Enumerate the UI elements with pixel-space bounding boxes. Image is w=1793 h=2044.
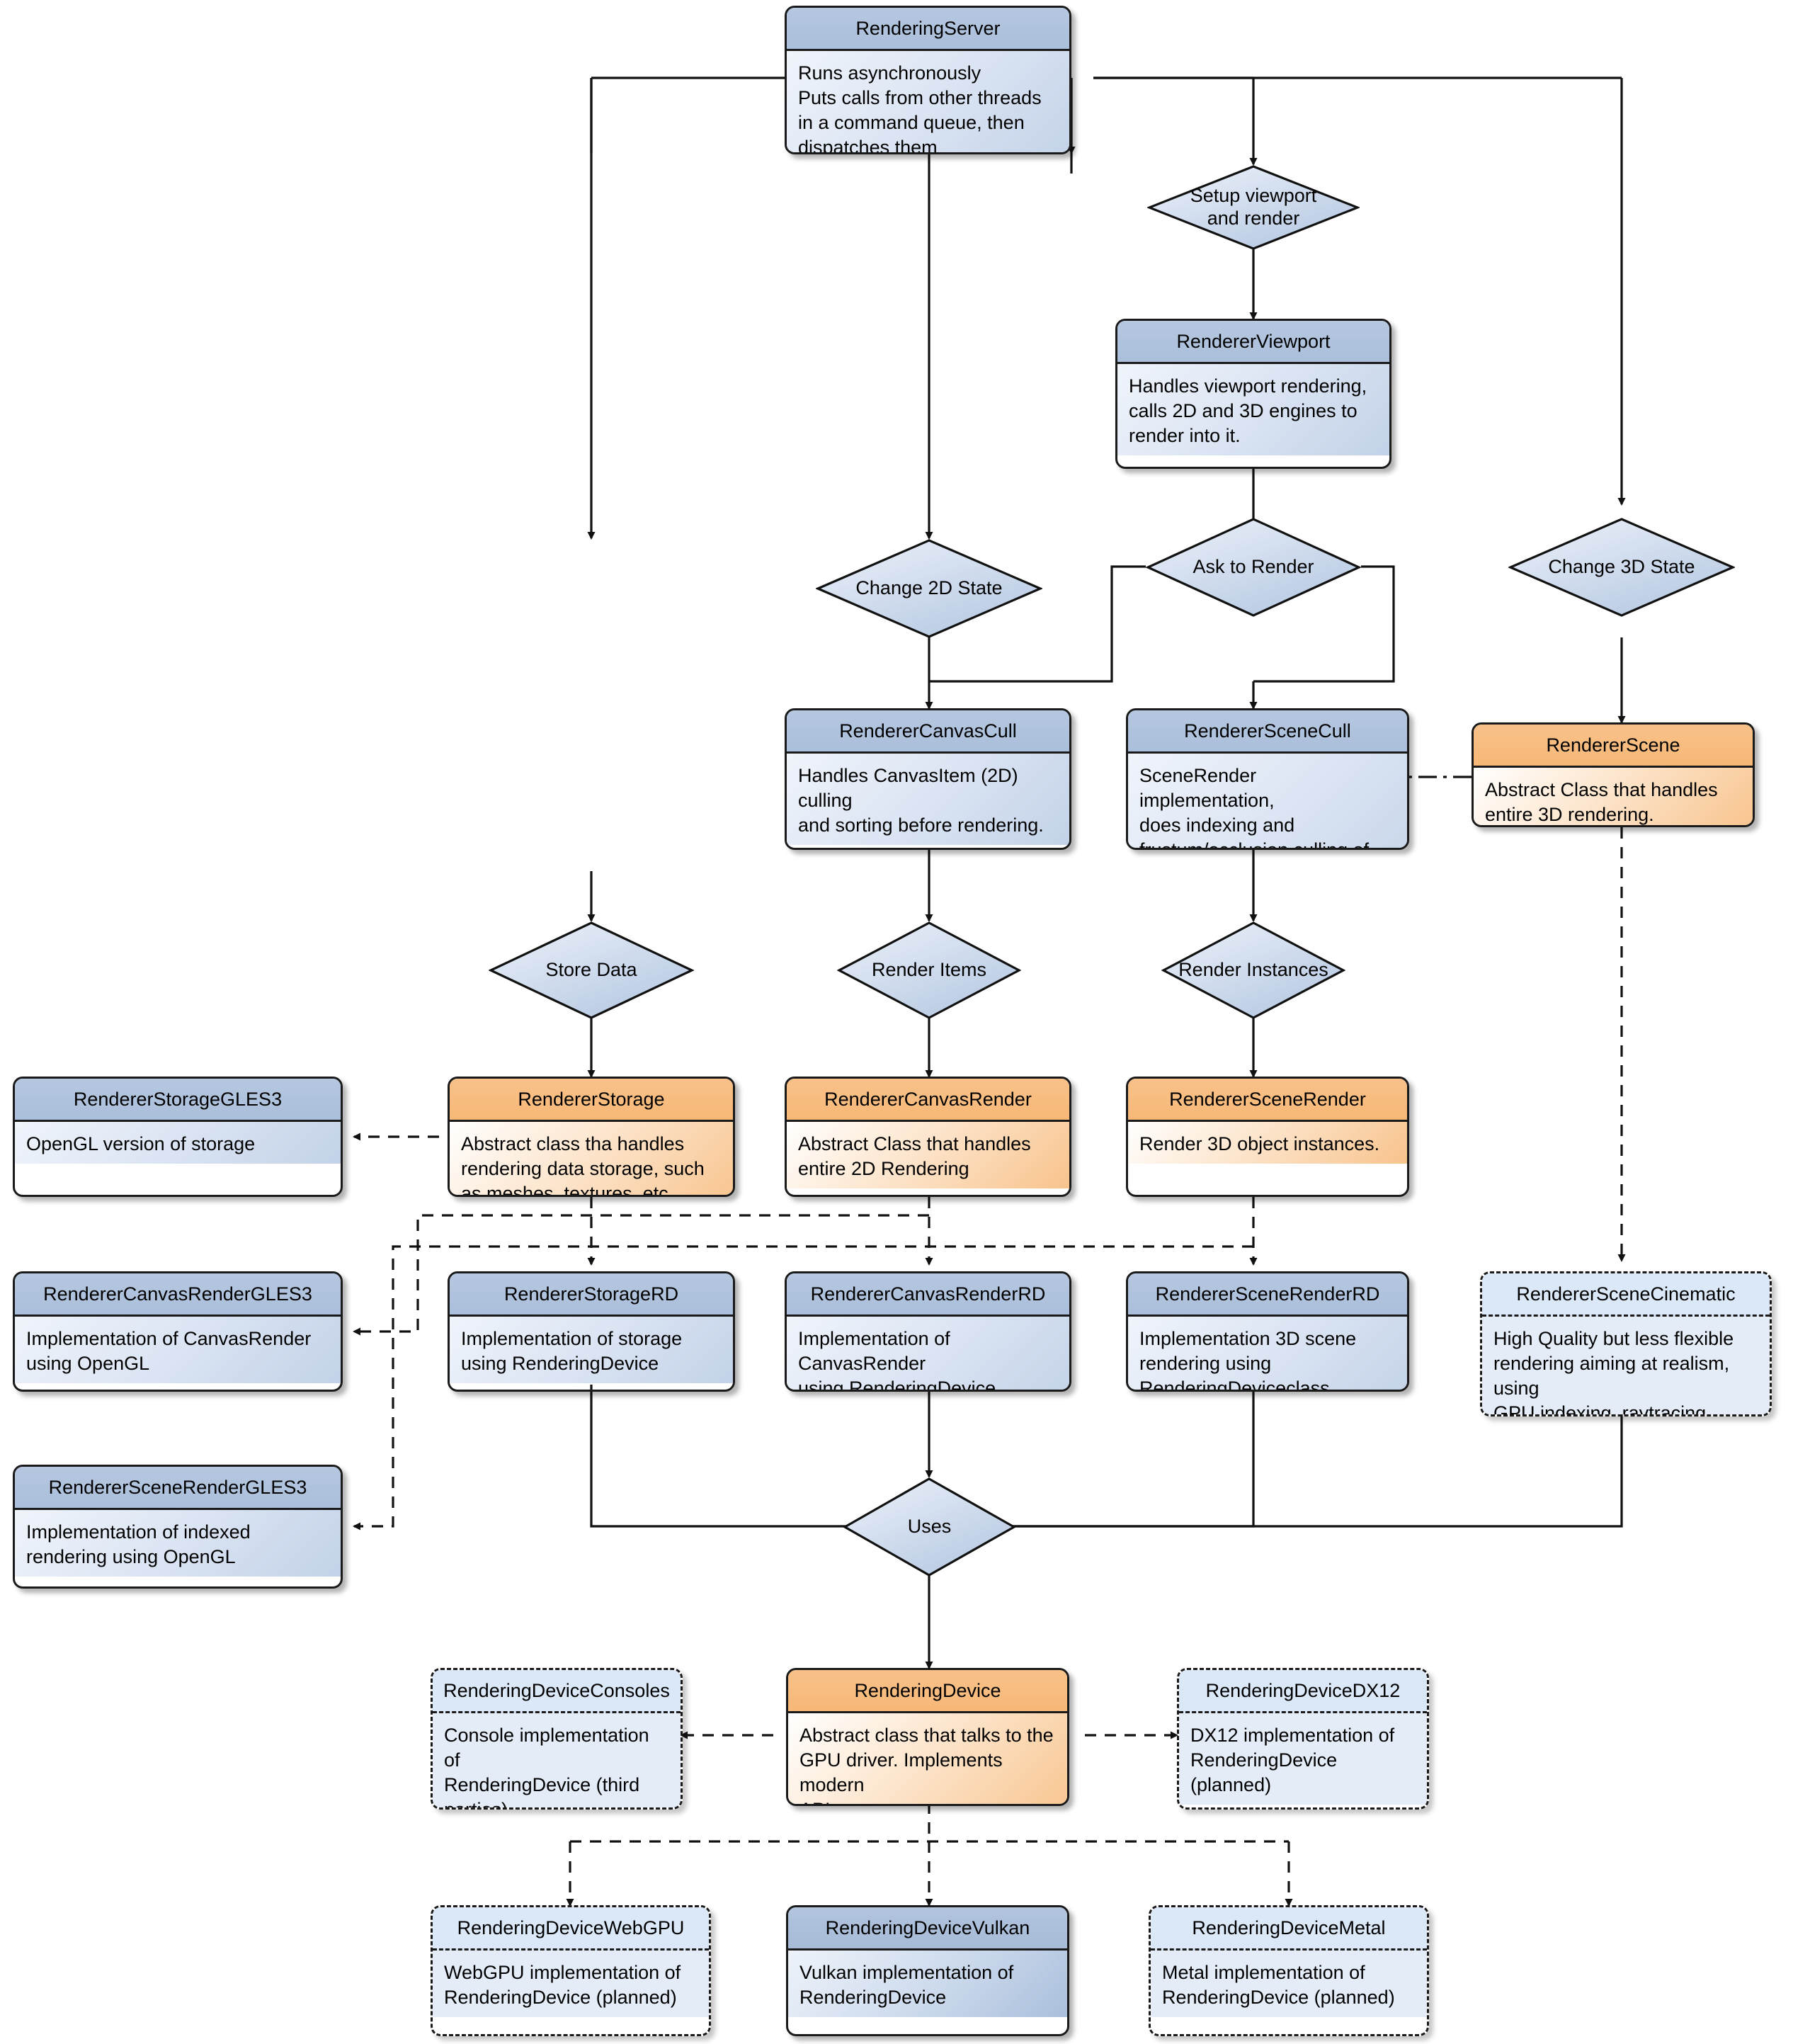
node-description: Render 3D object instances.	[1128, 1122, 1407, 1164]
node-description: Runs asynchronously Puts calls from othe…	[787, 51, 1069, 152]
node-title: RendererCanvasRenderGLES3	[15, 1273, 341, 1317]
diamond-shape	[843, 1477, 1016, 1577]
diamond-shape	[1147, 165, 1360, 250]
decision-render-items[interactable]: Render Items	[837, 921, 1021, 1020]
node-renderer-storage-rd[interactable]: RendererStorageRD Implementation of stor…	[448, 1271, 735, 1392]
node-description: Handles CanvasItem (2D) culling and sort…	[787, 754, 1069, 846]
node-description: Implementation of indexed rendering usin…	[15, 1510, 341, 1577]
node-title: RendererViewport	[1117, 321, 1389, 365]
node-description: Metal implementation of RenderingDevice …	[1151, 1951, 1427, 2018]
decision-label: Render Instances	[1178, 959, 1328, 981]
node-title: RendererCanvasRenderRD	[787, 1273, 1069, 1317]
node-renderer-scene-cull[interactable]: RendererSceneCull SceneRender implementa…	[1126, 708, 1409, 850]
node-title: RenderingDeviceVulkan	[788, 1907, 1067, 1951]
decision-ask-to-render[interactable]: Ask to Render	[1146, 517, 1361, 618]
decision-label: Ask to Render	[1193, 556, 1314, 578]
node-title: RenderingDeviceMetal	[1151, 1907, 1427, 1951]
node-renderer-scene-cinematic[interactable]: RendererSceneCinematic High Quality but …	[1480, 1271, 1772, 1416]
node-description: Abstract Class that handles entire 2D Re…	[787, 1122, 1069, 1189]
node-description: Implementation 3D scene rendering using …	[1128, 1317, 1407, 1390]
node-rendering-device-webgpu[interactable]: RenderingDeviceWebGPU WebGPU implementat…	[431, 1905, 711, 2036]
decision-label: Store Data	[545, 959, 637, 981]
node-title: RendererCanvasRender	[787, 1079, 1069, 1123]
decision-label: Uses	[907, 1516, 952, 1538]
node-title: RenderingDeviceDX12	[1179, 1670, 1427, 1714]
node-rendering-device-metal[interactable]: RenderingDeviceMetal Metal implementatio…	[1149, 1905, 1429, 2036]
node-rendering-device-vulkan[interactable]: RenderingDeviceVulkan Vulkan implementat…	[786, 1905, 1069, 2036]
node-title: RendererSceneCinematic	[1482, 1273, 1770, 1317]
diamond-shape	[1161, 921, 1345, 1019]
node-rendering-device[interactable]: RenderingDevice Abstract class that talk…	[786, 1668, 1069, 1806]
diamond-shape	[837, 921, 1021, 1019]
node-description: SceneRender implementation, does indexin…	[1128, 754, 1407, 848]
node-renderer-viewport[interactable]: RendererViewport Handles viewport render…	[1115, 319, 1391, 469]
node-title: RendererSceneCull	[1128, 710, 1407, 754]
decision-setup-viewport-and-render[interactable]: Setup viewport and render	[1147, 164, 1360, 251]
node-description: Abstract class tha handles rendering dat…	[450, 1122, 733, 1195]
decision-label: Setup viewport and render	[1190, 185, 1317, 229]
node-description: WebGPU implementation of RenderingDevice…	[433, 1951, 709, 2018]
node-renderer-storage-gles3[interactable]: RendererStorageGLES3 OpenGL version of s…	[13, 1077, 343, 1197]
node-renderer-storage[interactable]: RendererStorage Abstract class tha handl…	[448, 1077, 735, 1197]
node-description: Implementation of CanvasRender using Ope…	[15, 1317, 341, 1384]
node-rendering-device-dx12[interactable]: RenderingDeviceDX12 DX12 implementation …	[1177, 1668, 1429, 1810]
node-title: RendererStorageRD	[450, 1273, 733, 1317]
decision-store-data[interactable]: Store Data	[489, 921, 694, 1020]
node-description: High Quality but less flexible rendering…	[1482, 1317, 1770, 1414]
node-title: RenderingDevice	[788, 1670, 1067, 1714]
decision-uses[interactable]: Uses	[843, 1477, 1016, 1577]
node-description: Implementation of CanvasRender using Ren…	[787, 1317, 1069, 1390]
node-renderer-canvas-render[interactable]: RendererCanvasRender Abstract Class that…	[785, 1077, 1071, 1197]
node-description: OpenGL version of storage	[15, 1122, 341, 1164]
decision-change-3d-state[interactable]: Change 3D State	[1508, 517, 1735, 618]
decision-render-instances[interactable]: Render Instances	[1161, 921, 1345, 1020]
decision-label: Change 3D State	[1548, 556, 1695, 578]
node-description: Console implementation of RenderingDevic…	[433, 1713, 681, 1807]
node-renderer-canvas-render-rd[interactable]: RendererCanvasRenderRD Implementation of…	[785, 1271, 1071, 1392]
node-title: RenderingServer	[787, 8, 1069, 52]
node-description: Vulkan implementation of RenderingDevice	[788, 1951, 1067, 2018]
node-description: DX12 implementation of RenderingDevice (…	[1179, 1713, 1427, 1805]
node-rendering-device-consoles[interactable]: RenderingDeviceConsoles Console implemen…	[431, 1668, 683, 1810]
node-renderer-canvas-render-gles3[interactable]: RendererCanvasRenderGLES3 Implementation…	[13, 1271, 343, 1392]
node-title: RendererScene	[1474, 725, 1753, 768]
decision-label: Change 2D State	[855, 577, 1003, 599]
node-renderer-canvas-cull[interactable]: RendererCanvasCull Handles CanvasItem (2…	[785, 708, 1071, 850]
node-title: RenderingDeviceWebGPU	[433, 1907, 709, 1951]
decision-label: Render Items	[871, 959, 987, 981]
diamond-shape	[1146, 518, 1361, 617]
node-description: Handles viewport rendering, calls 2D and…	[1117, 364, 1389, 456]
node-title: RendererStorage	[450, 1079, 733, 1123]
diamond-shape	[489, 921, 694, 1019]
node-renderer-scene[interactable]: RendererScene Abstract Class that handle…	[1472, 722, 1755, 827]
node-renderer-scene-render-gles3[interactable]: RendererSceneRenderGLES3 Implementation …	[13, 1465, 343, 1589]
node-title: RendererCanvasCull	[787, 710, 1069, 754]
decision-change-2d-state[interactable]: Change 2D State	[816, 538, 1042, 639]
node-renderer-scene-render-rd[interactable]: RendererSceneRenderRD Implementation 3D …	[1126, 1271, 1409, 1392]
node-title: RendererStorageGLES3	[15, 1079, 341, 1123]
node-description: Implementation of storage using Renderin…	[450, 1317, 733, 1384]
node-title: RendererSceneRenderRD	[1128, 1273, 1407, 1317]
diamond-shape	[1508, 518, 1735, 617]
node-title: RendererSceneRenderGLES3	[15, 1467, 341, 1511]
node-description: Abstract class that talks to the GPU dri…	[788, 1713, 1067, 1804]
diamond-shape	[816, 539, 1042, 638]
node-renderer-scene-render[interactable]: RendererSceneRender Render 3D object ins…	[1126, 1077, 1409, 1197]
node-title: RendererSceneRender	[1128, 1079, 1407, 1123]
node-rendering-server[interactable]: RenderingServer Runs asynchronously Puts…	[785, 6, 1071, 154]
node-description: Abstract Class that handles entire 3D re…	[1474, 768, 1753, 825]
node-title: RenderingDeviceConsoles	[433, 1670, 681, 1714]
